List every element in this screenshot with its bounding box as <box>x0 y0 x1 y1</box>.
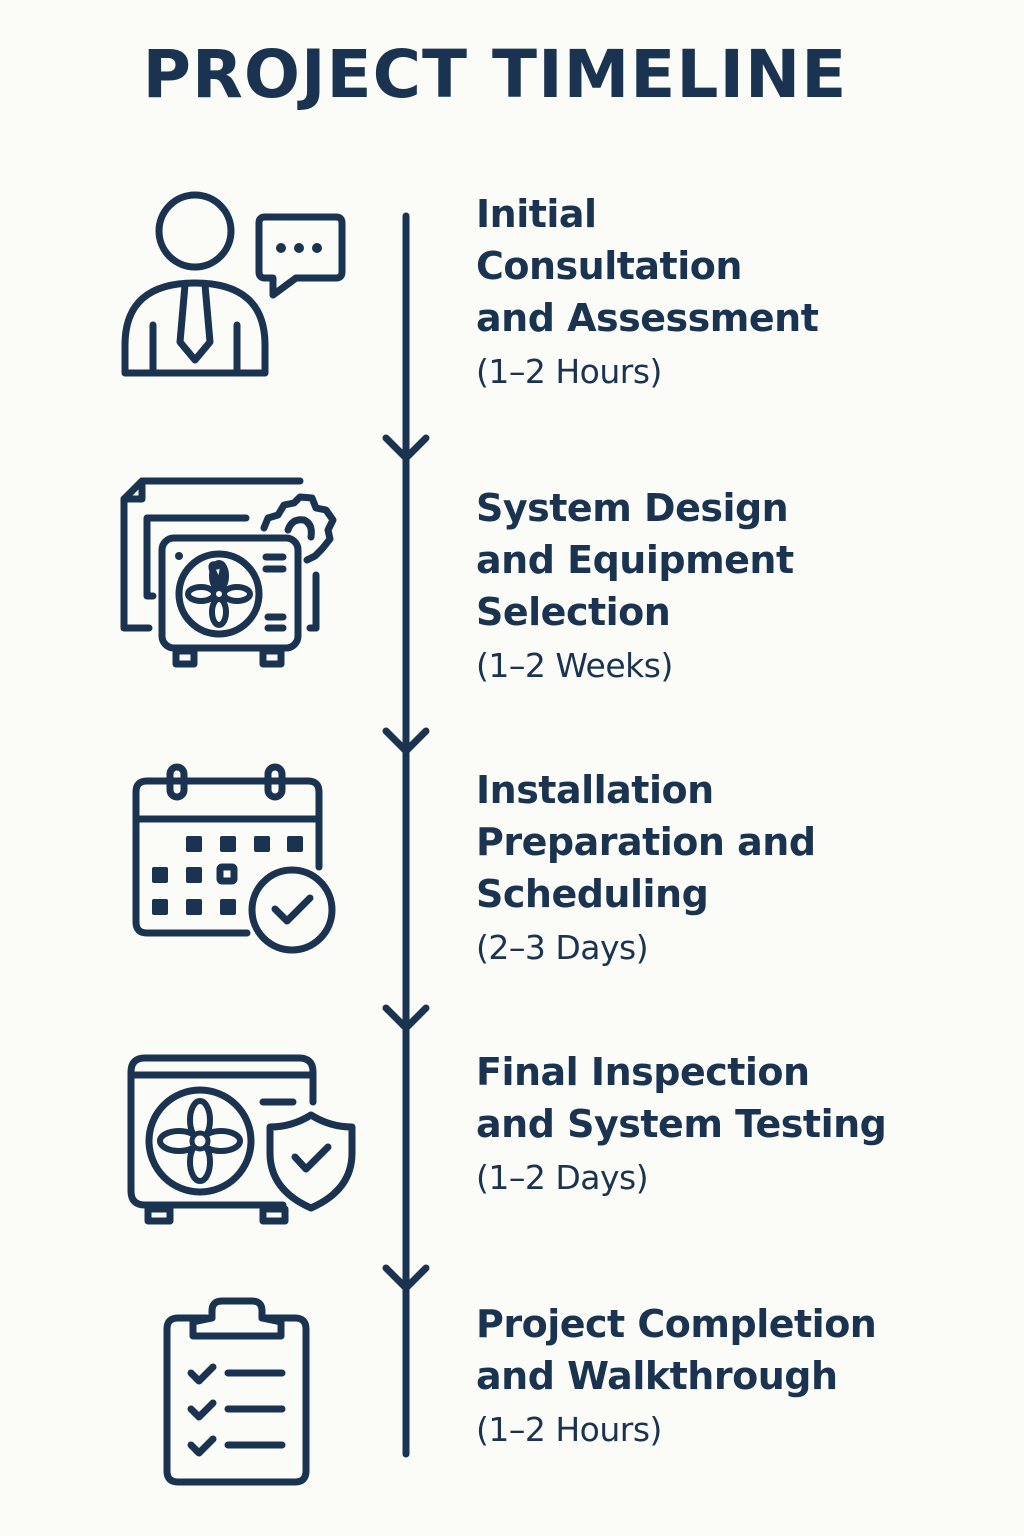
step-title: Final Inspection and System Testing <box>476 1050 887 1146</box>
step-duration: (1–2 Hours) <box>476 1410 662 1449</box>
step-duration: (1–2 Days) <box>476 1158 649 1197</box>
clipboard-checklist-icon <box>163 1297 310 1486</box>
timeline-step-5: Project Completion and Walkthrough (1–2 … <box>476 1298 877 1458</box>
step-duration: (1–2 Hours) <box>476 352 662 391</box>
step-title: Initial Consultation and Assessment <box>476 192 819 340</box>
arrow-down-icon <box>382 1004 430 1033</box>
step-duration: (2–3 Days) <box>476 928 649 967</box>
arrow-down-icon <box>382 727 430 756</box>
timeline-step-1: Initial Consultation and Assessment (1–2… <box>476 188 819 400</box>
calendar-check-icon <box>132 763 336 954</box>
timeline-step-3: Installation Preparation and Scheduling … <box>476 764 816 976</box>
step-title: Project Completion and Walkthrough <box>476 1302 877 1398</box>
ac-unit-blueprint-gear-icon <box>120 477 337 668</box>
timeline-step-2: System Design and Equipment Selection (1… <box>476 482 794 694</box>
step-duration: (1–2 Weeks) <box>476 646 673 685</box>
page-title: PROJECT TIMELINE <box>142 36 848 113</box>
arrow-down-icon <box>382 1264 430 1293</box>
step-title: Installation Preparation and Scheduling <box>476 768 816 916</box>
consultant-speech-bubble-icon <box>121 191 346 377</box>
ac-unit-shield-check-icon <box>127 1054 356 1225</box>
timeline-step-4: Final Inspection and System Testing (1–2… <box>476 1046 887 1206</box>
arrow-down-icon <box>382 434 430 463</box>
step-title: System Design and Equipment Selection <box>476 486 794 634</box>
